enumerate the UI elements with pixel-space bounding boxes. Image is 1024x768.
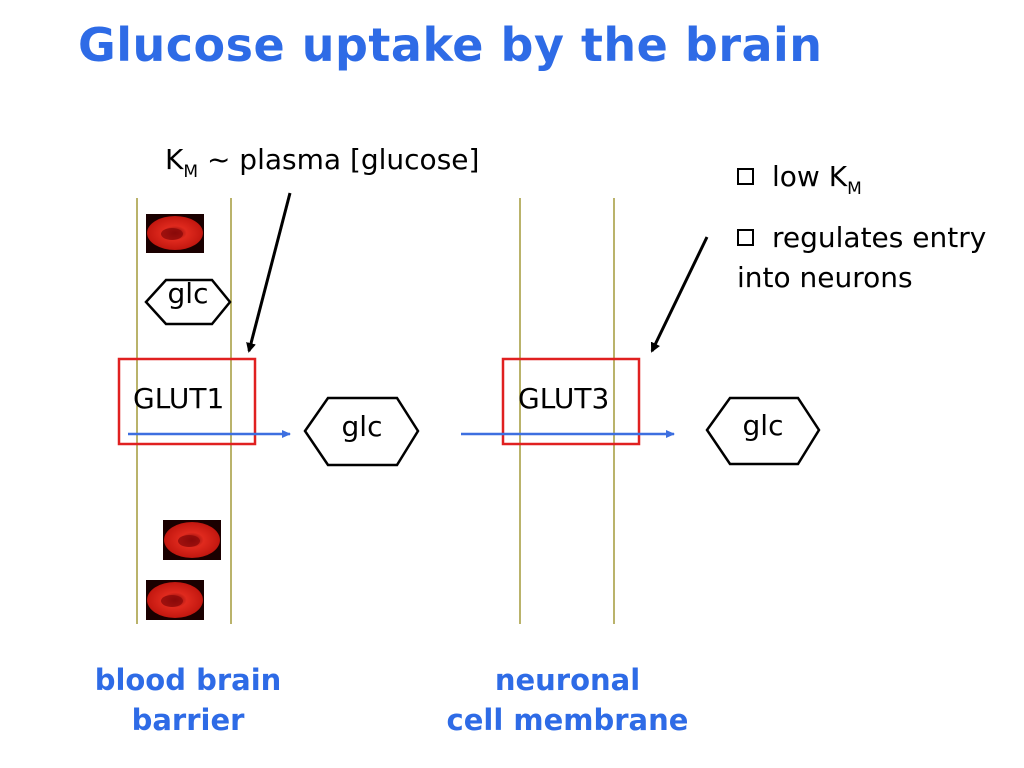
km-pointer-arrow — [246, 192, 292, 353]
km-annotation: KM ~ plasma [glucose] — [165, 143, 480, 181]
km-main: K — [165, 143, 184, 176]
bullet-subscript: M — [847, 179, 862, 199]
slide-title: Glucose uptake by the brain — [78, 18, 823, 72]
glut3-transporter-box — [501, 357, 641, 446]
caption-line: blood brain — [94, 663, 282, 697]
caption-line: cell membrane — [446, 703, 689, 737]
bullet-low-km: low KM — [737, 157, 997, 201]
glucose-hexagon-neuron: glc — [705, 396, 821, 466]
glut1-transporter-box — [117, 357, 257, 446]
km-rest: ~ plasma [glucose] — [198, 143, 480, 176]
caption-neuronal-cell-membrane: neuronal cell membrane — [440, 660, 695, 740]
checkbox-bullet-icon — [737, 168, 754, 185]
km-subscript: M — [183, 162, 199, 182]
glucose-label: glc — [342, 410, 383, 443]
glucose-label: glc — [168, 277, 209, 310]
bullet-regulates-entry: regulates entry into neurons — [737, 218, 997, 298]
bullet-text: regulates entry into neurons — [737, 221, 987, 294]
glut3-pointer-arrow — [650, 236, 709, 353]
checkbox-bullet-icon — [737, 229, 754, 246]
red-blood-cell-icon — [163, 520, 221, 560]
glut3-label: GLUT3 — [518, 382, 610, 415]
red-blood-cell-icon — [146, 214, 204, 253]
bullet-text: low K — [772, 160, 848, 193]
glucose-hexagon-blood: glc — [144, 277, 232, 326]
glut1-label: GLUT1 — [133, 382, 225, 415]
caption-line: neuronal — [494, 663, 641, 697]
red-blood-cell-icon — [146, 580, 204, 620]
caption-blood-brain-barrier: blood brain barrier — [78, 660, 298, 740]
glucose-hexagon-interstitial: glc — [303, 396, 420, 467]
glucose-label: glc — [743, 409, 784, 442]
caption-line: barrier — [131, 703, 245, 737]
